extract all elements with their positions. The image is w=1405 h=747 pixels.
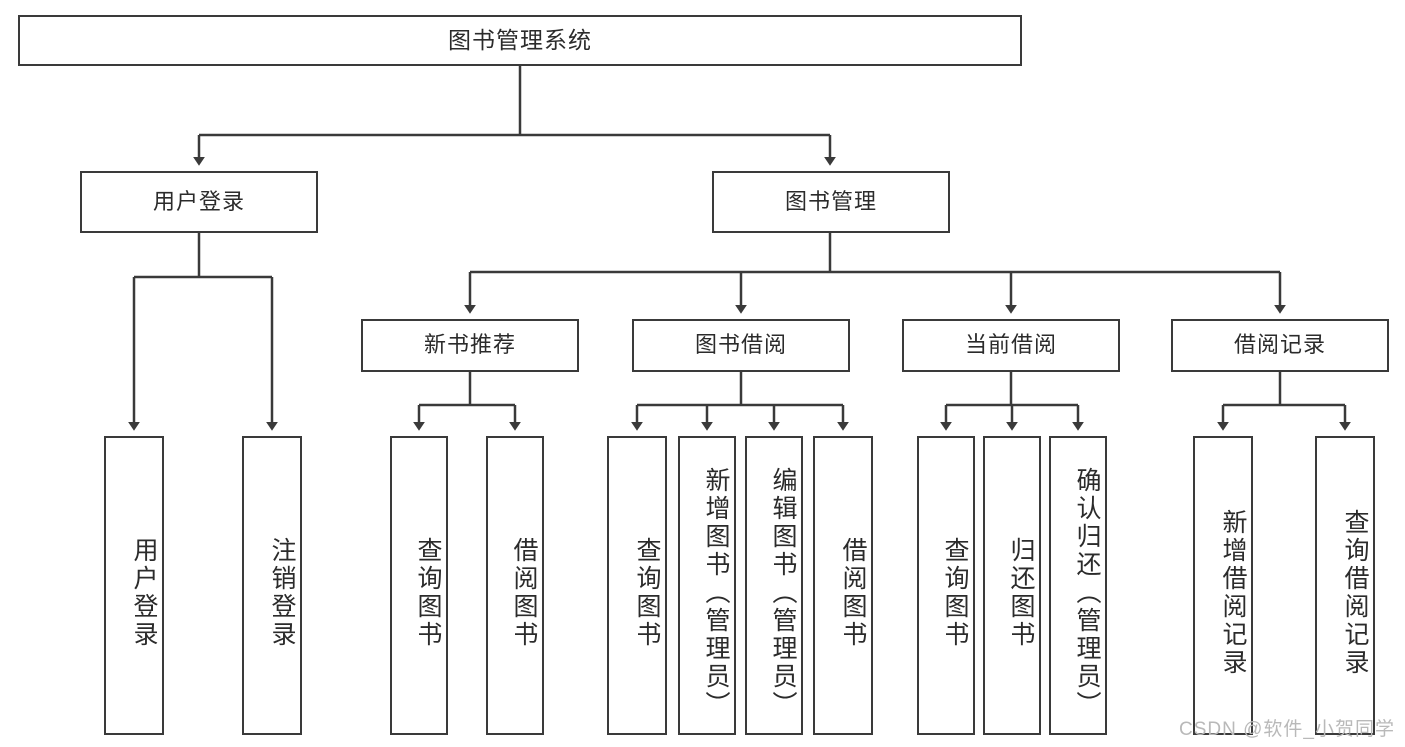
node-borrow-add-book[interactable]: 新增图书（管理员）	[678, 436, 736, 735]
node-recommend-query-book[interactable]: 查询图书	[390, 436, 448, 735]
node-recommend-borrow-book[interactable]: 借阅图书	[486, 436, 544, 735]
node-current-confirm-return[interactable]: 确认归还（管理员）	[1049, 436, 1107, 735]
node-current-return-book[interactable]: 归还图书	[983, 436, 1041, 735]
node-current-borrow[interactable]: 当前借阅	[902, 319, 1120, 372]
node-book-borrow[interactable]: 图书借阅	[632, 319, 850, 372]
node-user-login-leaf[interactable]: 用户登录	[104, 436, 164, 735]
node-book-management[interactable]: 图书管理	[712, 171, 950, 233]
node-records-query[interactable]: 查询借阅记录	[1315, 436, 1375, 735]
csdn-watermark: CSDN @软件_小贺同学	[1179, 719, 1395, 740]
node-borrow-borrow-book[interactable]: 借阅图书	[813, 436, 873, 735]
node-user-login[interactable]: 用户登录	[80, 171, 318, 233]
node-current-query-book[interactable]: 查询图书	[917, 436, 975, 735]
node-root[interactable]: 图书管理系统	[18, 15, 1022, 66]
node-borrow-edit-book[interactable]: 编辑图书（管理员）	[745, 436, 803, 735]
node-new-book-recommend[interactable]: 新书推荐	[361, 319, 579, 372]
node-borrow-records[interactable]: 借阅记录	[1171, 319, 1389, 372]
node-records-add[interactable]: 新增借阅记录	[1193, 436, 1253, 735]
node-user-logout-leaf[interactable]: 注销登录	[242, 436, 302, 735]
node-borrow-query-book[interactable]: 查询图书	[607, 436, 667, 735]
